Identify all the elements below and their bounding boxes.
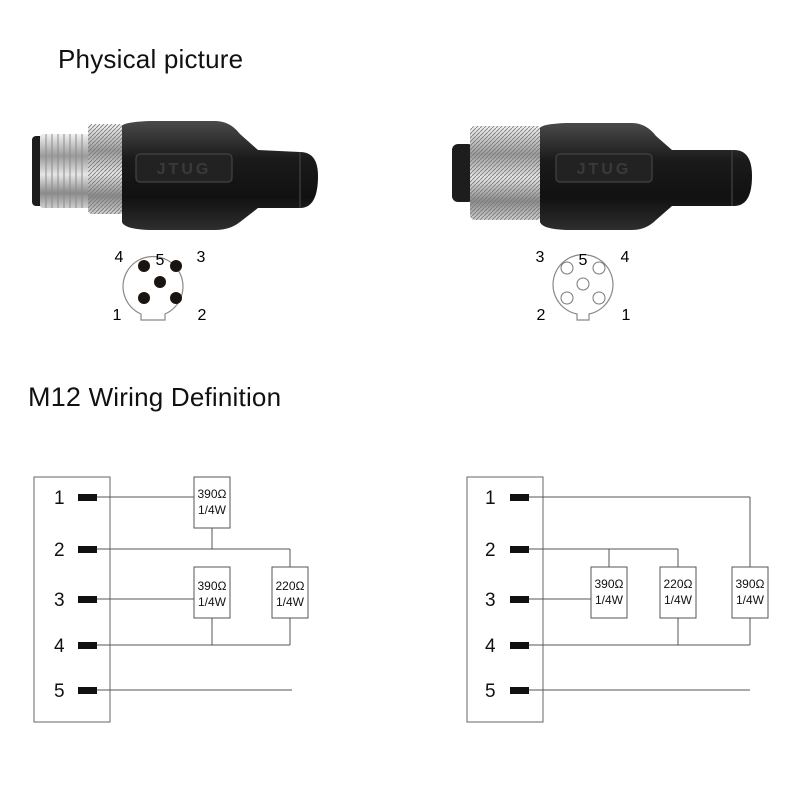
pin-marker-right-4 [510, 642, 529, 649]
wiring-definition-title: M12 Wiring Definition [28, 382, 281, 413]
female-pin-label-5: 5 [579, 252, 588, 269]
resistor-left-3-value: 220Ω [276, 579, 305, 593]
resistor-left-3-power: 1/4W [276, 595, 305, 609]
pin-marker-right-1 [510, 494, 529, 501]
female-brand-label: JTUG [577, 161, 632, 178]
male-pin-label-5: 5 [156, 252, 165, 269]
pin-number-left-1: 1 [54, 488, 65, 509]
resistor-right-2-value: 220Ω [664, 577, 693, 591]
female-pin-1 [592, 291, 606, 305]
male-pin-label-3: 3 [197, 249, 206, 266]
male-pin-2 [170, 292, 182, 304]
resistor-right-1 [590, 566, 628, 619]
resistor-left-3 [271, 566, 309, 619]
resistor-right-3-value: 390Ω [736, 577, 765, 591]
male-brand-label: JTUG [157, 161, 212, 178]
female-pin-3 [560, 261, 574, 275]
wiring-diagram-right [466, 476, 769, 723]
female-pin-5 [576, 277, 590, 291]
wiring-diagram-left [33, 476, 309, 723]
resistor-left-1-value: 390Ω [198, 487, 227, 501]
male-pin-1 [138, 292, 150, 304]
female-pin-label-3: 3 [536, 249, 545, 266]
pin-numbers-right: 1 2 3 4 5 [485, 488, 496, 702]
pin-marker-right-2 [510, 546, 529, 553]
female-pin-face: 3 4 5 2 1 [536, 249, 631, 324]
female-connector-image: JTUG [452, 123, 752, 230]
resistor-right-3 [731, 566, 769, 619]
physical-picture-title: Physical picture [58, 44, 244, 74]
female-pin-2 [560, 291, 574, 305]
resistor-left-2-value: 390Ω [198, 579, 227, 593]
pin-markers-left [78, 494, 97, 694]
pin-number-left-2: 2 [54, 540, 65, 561]
resistor-right-1-power: 1/4W [595, 593, 624, 607]
pin-number-right-2: 2 [485, 540, 496, 561]
male-pin-label-2: 2 [198, 307, 207, 324]
pin-number-right-4: 4 [485, 636, 496, 657]
female-pin-label-4: 4 [621, 249, 630, 266]
pin-marker-right-5 [510, 687, 529, 694]
male-pin-3 [170, 260, 182, 272]
pin-marker-left-2 [78, 546, 97, 553]
pin-number-left-4: 4 [54, 636, 65, 657]
pin-number-right-3: 3 [485, 590, 496, 611]
resistor-right-2 [659, 566, 697, 619]
pin-number-right-5: 5 [485, 681, 496, 702]
male-pin-4 [138, 260, 150, 272]
pin-numbers-left: 1 2 3 4 5 [54, 488, 65, 702]
pin-markers-right [510, 494, 529, 694]
resistor-left-2 [193, 566, 231, 619]
resistor-labels-left: 390Ω 1/4W 390Ω 1/4W 220Ω 1/4W [198, 487, 305, 609]
m12-label: M12 [28, 382, 82, 412]
resistor-right-1-value: 390Ω [595, 577, 624, 591]
resistor-labels-right: 390Ω 1/4W 220Ω 1/4W 390Ω 1/4W [595, 577, 765, 607]
male-pin-face: 4 3 5 1 2 [113, 249, 207, 324]
female-pin-label-1: 1 [622, 307, 631, 324]
resistor-right-2-power: 1/4W [664, 593, 693, 607]
pin-marker-left-4 [78, 642, 97, 649]
male-connector-image: JTUG [32, 121, 318, 230]
male-pin-label-4: 4 [115, 249, 124, 266]
resistor-right-3-power: 1/4W [736, 593, 765, 607]
pin-number-left-5: 5 [54, 681, 65, 702]
female-pin-label-2: 2 [537, 307, 546, 324]
male-pin-5 [154, 276, 166, 288]
male-pin-label-1: 1 [113, 307, 122, 324]
wiring-label: Wiring Definition [88, 382, 282, 412]
pin-marker-left-3 [78, 596, 97, 603]
pin-number-right-1: 1 [485, 488, 496, 509]
resistor-left-1 [193, 476, 231, 529]
pin-marker-right-3 [510, 596, 529, 603]
pin-number-left-3: 3 [54, 590, 65, 611]
pin-marker-left-1 [78, 494, 97, 501]
pin-marker-left-5 [78, 687, 97, 694]
resistor-left-2-power: 1/4W [198, 595, 227, 609]
resistor-left-1-power: 1/4W [198, 503, 227, 517]
female-pin-4 [592, 261, 606, 275]
